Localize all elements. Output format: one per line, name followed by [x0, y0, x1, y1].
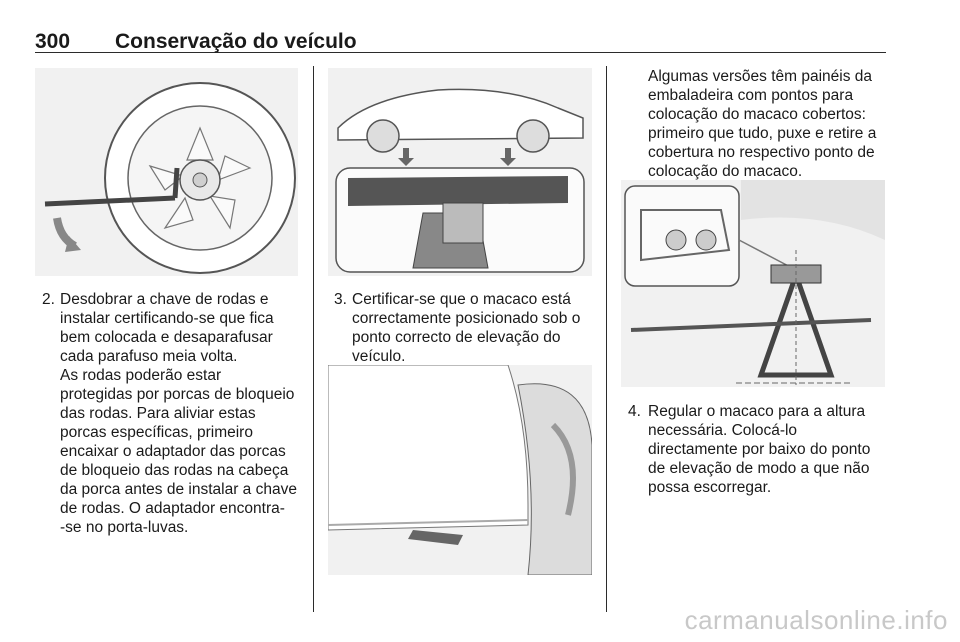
intro-line: colocação do macaco.: [648, 163, 803, 180]
step-line: bem colocada e desaparafusar: [60, 329, 273, 346]
watermark: carmanualsonline.info: [684, 605, 948, 635]
jack-under-vehicle-illustration: [328, 365, 592, 575]
page-title: Conservação do veículo: [115, 30, 357, 53]
column-divider-2: [606, 66, 607, 612]
step-line: veículo.: [352, 348, 406, 365]
note-line: protegidas por porcas de bloqueio: [60, 386, 295, 403]
step-line: de elevação de modo a que não: [648, 460, 870, 477]
note-line: da porca antes de instalar a chave: [60, 481, 297, 498]
car-jacking-points-illustration: [328, 68, 592, 276]
note-line: das rodas. Para aliviar estas: [60, 405, 256, 422]
step-number: 4.: [628, 403, 641, 420]
intro-line: cobertura no respectivo ponto de: [648, 144, 875, 161]
intro-line: colocação do macaco cobertos:: [648, 106, 866, 123]
note-line: de bloqueio das rodas na cabeça: [60, 462, 289, 479]
covered-jacking-points-note: Algumas versões têm painéis da embaladei…: [648, 67, 896, 181]
intro-line: embaladeira com pontos para: [648, 87, 854, 104]
step-line: Certificar-se que o macaco está: [352, 291, 571, 308]
column-divider-1: [313, 66, 314, 612]
note-line: encaixar o adaptador das porcas: [60, 443, 286, 460]
jack-detail-illustration: [621, 180, 885, 387]
step-line: cada parafuso meia volta.: [60, 348, 238, 365]
note-line: de rodas. O adaptador encontra-: [60, 500, 285, 517]
page-header: 300 Conservação do veículo: [35, 30, 886, 53]
step-line: necessária. Colocá-lo: [648, 422, 798, 439]
note-line: As rodas poderão estar: [60, 367, 222, 384]
step-line: directamente por baixo do ponto: [648, 441, 871, 458]
step-number: 3.: [334, 291, 347, 308]
step-line: Desdobrar a chave de rodas e: [60, 291, 269, 308]
intro-line: primeiro que tudo, puxe e retire a: [648, 125, 877, 142]
step-line: ponto correcto de elevação do: [352, 329, 561, 346]
page-number: 300: [35, 30, 71, 53]
step-line: correctamente posicionado sob o: [352, 310, 581, 327]
wheel-wrench-illustration: [35, 68, 298, 276]
step-line: possa escorregar.: [648, 479, 772, 496]
step-number: 2.: [42, 291, 55, 308]
intro-line: Algumas versões têm painéis da: [648, 68, 873, 85]
step-line: Regular o macaco para a altura: [648, 403, 866, 420]
step-line: instalar certificando-se que fica: [60, 310, 274, 327]
wheel-lock-note: As rodas poderão estar protegidas por po…: [60, 366, 308, 537]
note-line: porcas específicas, primeiro: [60, 424, 253, 441]
note-line: -se no porta-luvas.: [60, 519, 189, 536]
